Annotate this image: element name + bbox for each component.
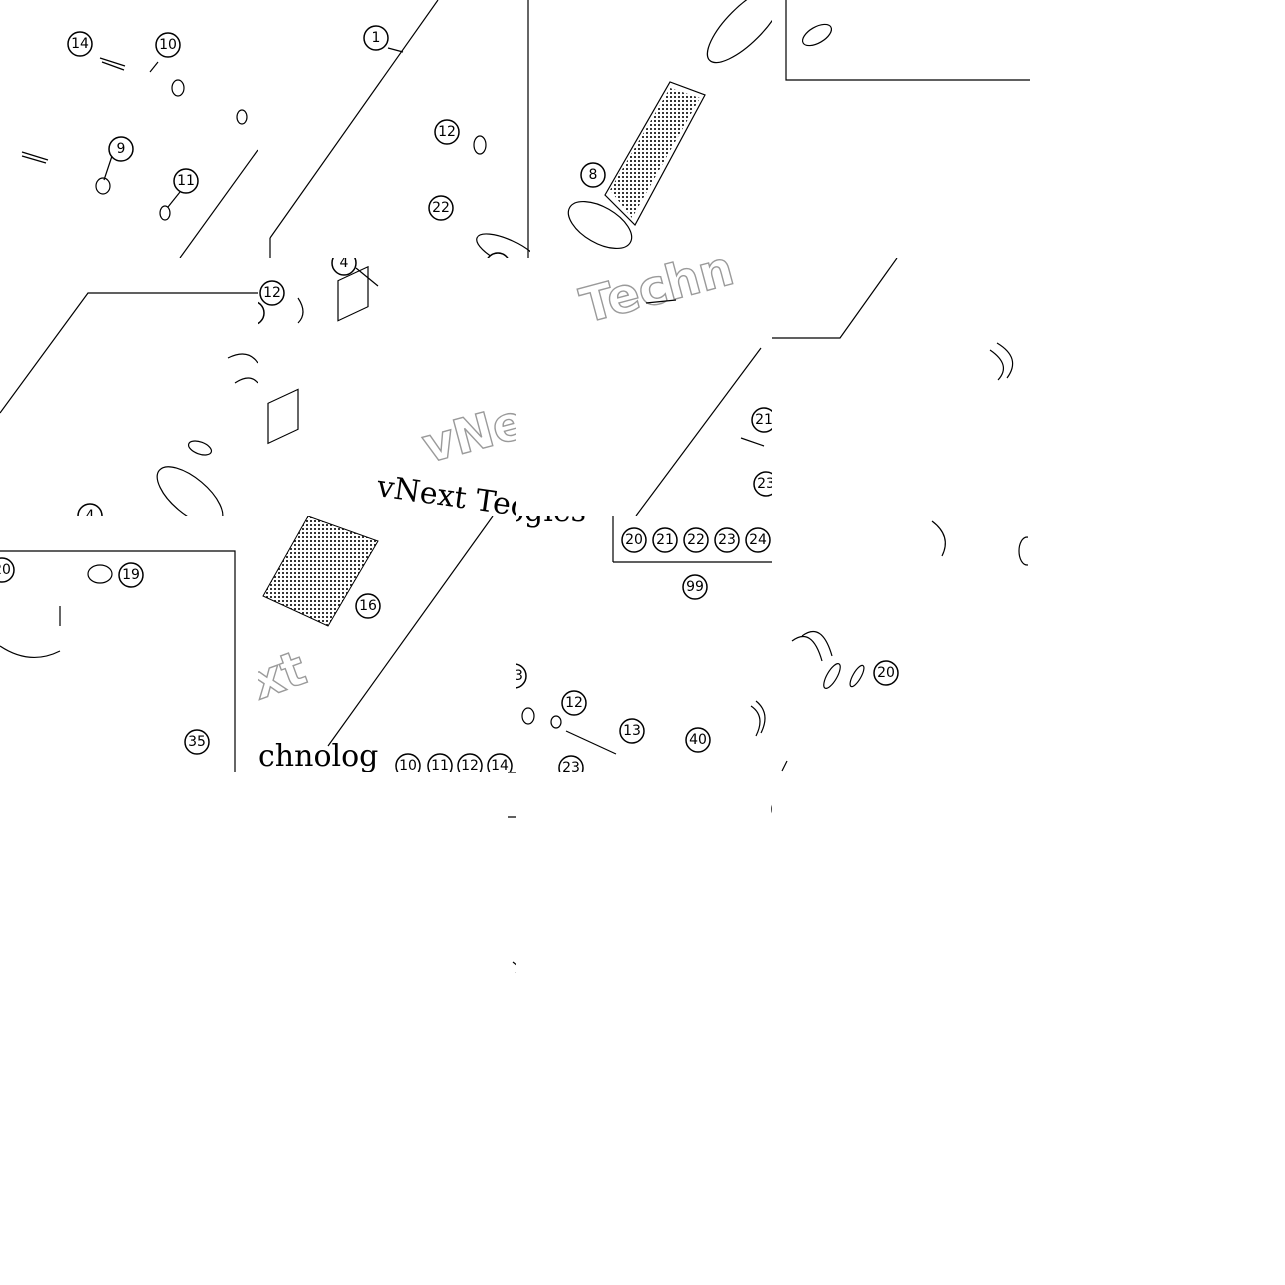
pin-part (149, 61, 248, 125)
callout-label: 24 (749, 532, 767, 548)
tile-callout-24: 24 (516, 772, 772, 1030)
callout-label: 99 (686, 579, 704, 595)
bolt-part-2 (21, 151, 49, 164)
callout-label: 21 (656, 532, 674, 548)
callout-label: 14 (71, 36, 89, 52)
callout-label: 20 (0, 562, 11, 578)
callout-label: 12 (565, 695, 583, 711)
screen-cylinder (604, 81, 706, 226)
callout-label: 23 (757, 476, 772, 492)
callout-label: 13 (623, 723, 641, 739)
gasket-part (476, 233, 530, 258)
tile-fasteners: 14 10 9 11 (0, 0, 258, 258)
callout-label: 22 (432, 200, 450, 216)
tile-filter-element: 16 ext chnolog 10 11 12 14 (258, 516, 516, 772)
watermark-outline: ext (258, 640, 313, 722)
watermark-outline: Techn (575, 258, 740, 335)
callout-label: 12 (438, 124, 456, 140)
callout-label: 10 (399, 758, 417, 772)
callout-label: 23 (516, 668, 523, 684)
oring-part (159, 205, 171, 221)
callout-label: 12 (263, 285, 281, 301)
callout-label: 22 (687, 532, 705, 548)
tile-screen-element: 8 (530, 0, 772, 258)
callout-label: 21 (755, 412, 772, 428)
tile-parts-table: 20 21 22 23 24 99 12 13 40 23 23 ogies (516, 516, 772, 772)
callout-label: 10 (159, 37, 177, 53)
plate-part (267, 388, 299, 445)
callout-label: 11 (177, 173, 195, 189)
callout-label: 19 (122, 567, 140, 583)
tile-blank-left (0, 772, 258, 1030)
tile-housing-callouts: 1 12 22 2 (258, 0, 530, 258)
callout-label: 9 (117, 141, 126, 157)
callout-label: 20 (625, 532, 643, 548)
bolt-part (99, 57, 126, 71)
watermark-text: ogies (516, 516, 586, 529)
tile-cap-assembly: 19 35 20 (0, 516, 258, 772)
callout-label: 14 (491, 758, 509, 772)
watermark-outline: vNext (417, 380, 516, 475)
watermark-text: chnolog (258, 739, 378, 772)
callout-label: 8 (589, 167, 598, 183)
tile-watermark-center: Techn 21 23 (516, 258, 772, 516)
callout-label: 11 (431, 758, 449, 772)
callout-label: 16 (359, 598, 377, 614)
ring-part (1018, 536, 1028, 566)
callout-label: 23 (562, 760, 580, 772)
nut-part (550, 715, 562, 729)
ring-part (473, 135, 487, 155)
tile-diagonal-right (772, 258, 1028, 516)
tile-bracket (258, 772, 516, 1030)
callout-label: 4 (340, 258, 349, 271)
callout-label: 1 (372, 30, 381, 46)
callout-label: 35 (188, 734, 206, 750)
callout-label: 20 (877, 665, 895, 681)
callout-label: 4 (86, 508, 95, 516)
callout-label: 12 (461, 758, 479, 772)
callout-label: 40 (689, 732, 707, 748)
callout-label: 2 (494, 257, 503, 258)
washer-part (521, 707, 535, 725)
tile-box-corner (772, 0, 1030, 258)
tile-plates: 12 4 3 2 vNext Technologies vNext (258, 258, 516, 516)
tile-seals: 20 (772, 516, 1028, 772)
washer-part (95, 177, 111, 195)
tile-empty-right (772, 772, 1028, 1030)
watermark-text: vNext Technologies (374, 469, 516, 516)
cap-part (87, 564, 113, 584)
callout-label: 23 (718, 532, 736, 548)
tile-assembly-left: 4 (0, 258, 258, 516)
plate-part (337, 265, 369, 322)
